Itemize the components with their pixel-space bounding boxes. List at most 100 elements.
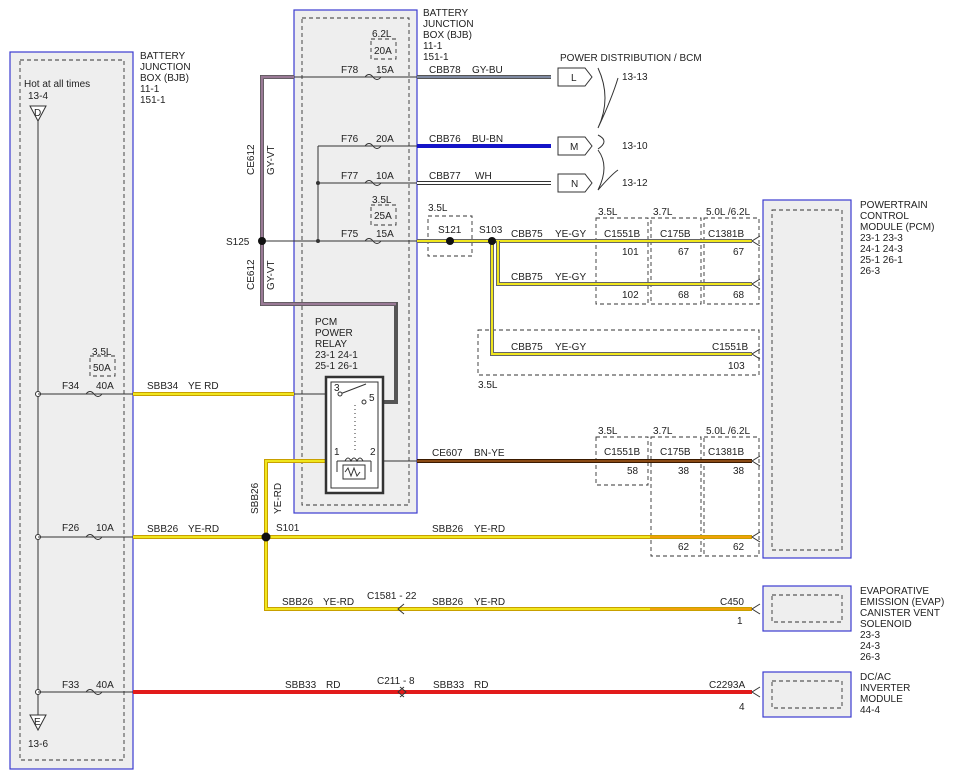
evap-box [762, 585, 852, 632]
conn-letter-l: L [571, 73, 577, 84]
fuse-f26: F26 [62, 523, 80, 534]
fuse-f75-alt-eng: 3.5L [372, 195, 392, 206]
right-bjb-ref2: 151-1 [423, 52, 449, 63]
power-dist-ref-l: 13-13 [622, 72, 648, 83]
left-bjb-title1: BATTERY [140, 51, 186, 62]
wire-sbb26 [133, 459, 752, 611]
relay-pin1: 1 [334, 447, 340, 458]
dcac-ref: 44-4 [860, 705, 880, 716]
left-bjb-ref2: 151-1 [140, 95, 166, 106]
fuse-f34-alt-amp: 50A [93, 363, 111, 374]
evap-title1: EVAPORATIVE [860, 586, 929, 597]
relay-pin3: 3 [334, 383, 340, 394]
pcm-ref4: 26-3 [860, 266, 880, 277]
relay-refs1: 23-1 24-1 [315, 350, 358, 361]
circuit-sbb26-4-color: YE-RD [474, 597, 505, 608]
circuit-sbb26-vert-color: YE-RD [273, 483, 284, 514]
right-bjb-ref1: 11-1 [423, 41, 443, 52]
conn-c1381b-lower: C1381B [708, 447, 744, 458]
fuse-f76: F76 [341, 134, 359, 145]
fuse-f78-alt-eng: 6.2L [372, 29, 392, 40]
circuit-cbb78: CBB78 [429, 65, 461, 76]
conn-c2293a: C2293A [709, 680, 745, 691]
pcm-ref3: 25-1 26-1 [860, 255, 903, 266]
hot-at-all-times: Hot at all times [24, 79, 90, 90]
wire-ce612 [260, 75, 398, 404]
connector-arrows [397, 235, 761, 698]
eng-35-lower: 3.5L [598, 426, 618, 437]
conn-c1551b-lower: C1551B [604, 447, 640, 458]
eng-50-upper: 5.0L /6.2L [706, 207, 751, 218]
text-labels: BATTERY JUNCTION BOX (BJB) 11-1 151-1 Ho… [24, 8, 944, 750]
circuit-sbb34-color: YE RD [188, 381, 219, 392]
conn-c450-pin: 1 [737, 616, 743, 627]
conn-c211: C211 - 8 [377, 676, 415, 687]
circuit-ce607: CE607 [432, 448, 463, 459]
power-dist-ref-m: 13-10 [622, 141, 648, 152]
pcm-ref1: 23-1 23-3 [860, 233, 903, 244]
eng-50-lower: 5.0L /6.2L [706, 426, 751, 437]
pcm-ref2: 24-1 24-3 [860, 244, 903, 255]
circuit-sbb34: SBB34 [147, 381, 179, 392]
fuse-f34-amp: 40A [96, 381, 114, 392]
evap-ref3: 26-3 [860, 652, 880, 663]
evap-title2: EMISSION (EVAP) [860, 597, 944, 608]
dcac-title1: DC/AC [860, 672, 891, 683]
splice-s103: S103 [479, 225, 503, 236]
circuit-cbb78-color: GY-BU [472, 65, 503, 76]
conn-c1381b-upper: C1381B [708, 229, 744, 240]
fuse-f75-alt-amp: 25A [374, 211, 392, 222]
circuit-cbb75-2: CBB75 [511, 272, 543, 283]
conn-c1581: C1581 - 22 [367, 591, 417, 602]
top-ref: 13-4 [28, 91, 48, 102]
splice-s125: S125 [226, 237, 250, 248]
dcac-title3: MODULE [860, 694, 903, 705]
circuit-sbb33-1-color: RD [326, 680, 340, 691]
conn-c175b-upper: C175B [660, 229, 691, 240]
power-dist-title: POWER DISTRIBUTION / BCM [560, 53, 702, 64]
fuse-f26-amp: 10A [96, 523, 114, 534]
circuit-cbb77: CBB77 [429, 171, 461, 182]
circuit-cbb75-3-color: YE-GY [555, 342, 586, 353]
circuit-cbb75-1: CBB75 [511, 229, 543, 240]
evap-ref1: 23-3 [860, 630, 880, 641]
relay-pin5: 5 [369, 393, 375, 404]
circuit-sbb26-vert: SBB26 [250, 482, 261, 514]
circuit-cbb75-2-color: YE-GY [555, 272, 586, 283]
dcac-box [762, 671, 852, 718]
circuit-sbb26-1: SBB26 [147, 524, 179, 535]
evap-ref2: 24-3 [860, 641, 880, 652]
left-bus [29, 105, 133, 732]
circuit-sbb26-3-color: YE-RD [323, 597, 354, 608]
fuse-f75-amp: 15A [376, 229, 394, 240]
bottom-ref: 13-6 [28, 739, 48, 750]
right-bjb-title3: BOX (BJB) [423, 30, 472, 41]
bottom-letter: E [34, 717, 41, 728]
power-dist-ref-n: 13-12 [622, 178, 648, 189]
top-letter: D [34, 108, 41, 119]
pin-103: 103 [728, 361, 745, 372]
relay-title2: POWER [315, 328, 353, 339]
pcm-title3: MODULE (PCM) [860, 222, 934, 233]
pin-68b: 68 [733, 290, 745, 301]
conn-letter-m: M [570, 142, 578, 153]
fuse-f75: F75 [341, 229, 359, 240]
pin-67a: 67 [678, 247, 690, 258]
conn-c2293a-pin: 4 [739, 702, 745, 713]
circuit-ce612-2-color: GY-VT [266, 260, 277, 290]
pcm-title1: POWERTRAIN [860, 200, 928, 211]
circuit-sbb26-2: SBB26 [432, 524, 464, 535]
fuse-f34-alt-eng: 3.5L [92, 347, 112, 358]
splice-dots [258, 237, 496, 542]
pin-38a: 38 [678, 466, 690, 477]
pin-62b: 62 [733, 542, 745, 553]
evap-title3: CANISTER VENT [860, 608, 940, 619]
circuit-cbb75-1-color: YE-GY [555, 229, 586, 240]
relay-refs2: 25-1 26-1 [315, 361, 358, 372]
conn-c450: C450 [720, 597, 744, 608]
fuse-f78-amp: 15A [376, 65, 394, 76]
pin-58: 58 [627, 466, 639, 477]
fuse-f77-amp: 10A [376, 171, 394, 182]
power-dist-connectors [557, 67, 619, 193]
